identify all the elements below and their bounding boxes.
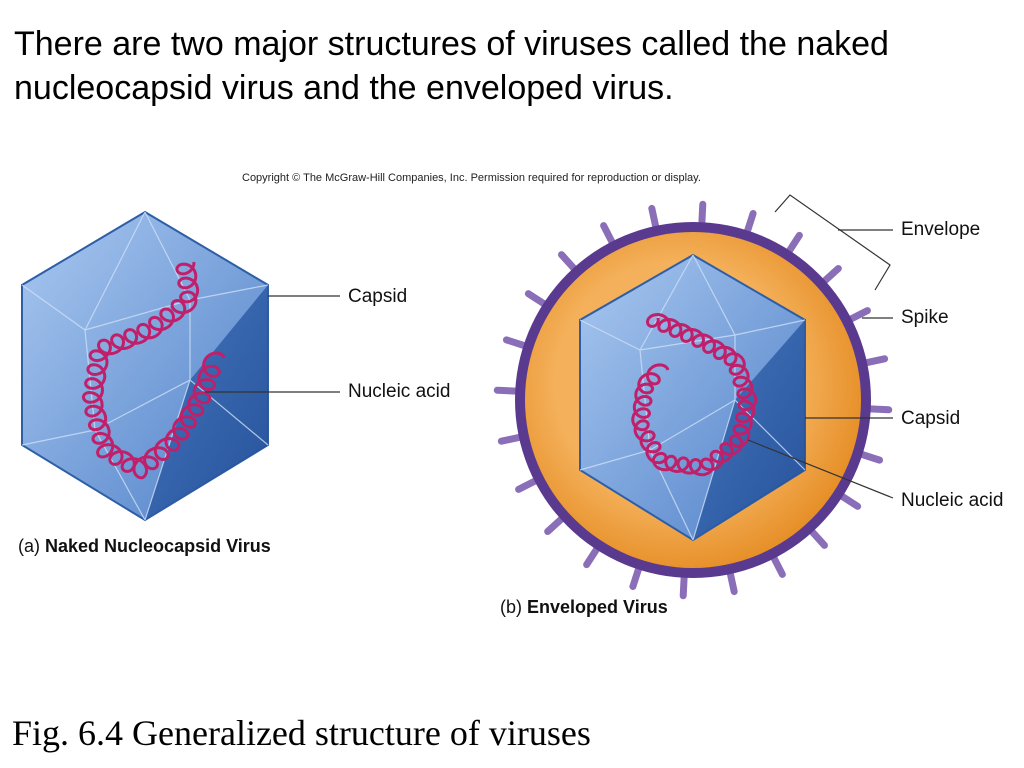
naked-nucleic-acid bbox=[81, 261, 226, 480]
label-capsid-a: Capsid bbox=[348, 286, 408, 307]
nucleic-leader-b bbox=[747, 439, 894, 499]
label-capsid-b: Capsid bbox=[901, 408, 961, 429]
label-envelope: Envelope bbox=[901, 219, 981, 240]
caption-a-prefix: (a) bbox=[18, 536, 40, 556]
heading-text: There are two major structures of viruse… bbox=[14, 25, 889, 107]
figure-caption: Fig. 6.4 Generalized structure of viruse… bbox=[12, 713, 591, 753]
caption-b: (b) Enveloped Virus bbox=[500, 597, 668, 618]
label-nucleic-acid-b: Nucleic acid bbox=[901, 490, 1004, 511]
caption-a: (a) Naked Nucleocapsid Virus bbox=[18, 536, 271, 557]
label-spike: Spike bbox=[901, 307, 949, 328]
label-nucleic-acid-a: Nucleic acid bbox=[348, 381, 451, 402]
caption-a-title: Naked Nucleocapsid Virus bbox=[45, 536, 271, 556]
enveloped-nucleic-acid bbox=[631, 312, 758, 477]
caption-b-prefix: (b) bbox=[500, 597, 522, 617]
caption-b-title: Enveloped Virus bbox=[527, 597, 668, 617]
naked-capsid-shape bbox=[21, 210, 269, 522]
copyright-notice: Copyright © The McGraw-Hill Companies, I… bbox=[242, 172, 701, 184]
envelope-bracket bbox=[774, 194, 893, 291]
